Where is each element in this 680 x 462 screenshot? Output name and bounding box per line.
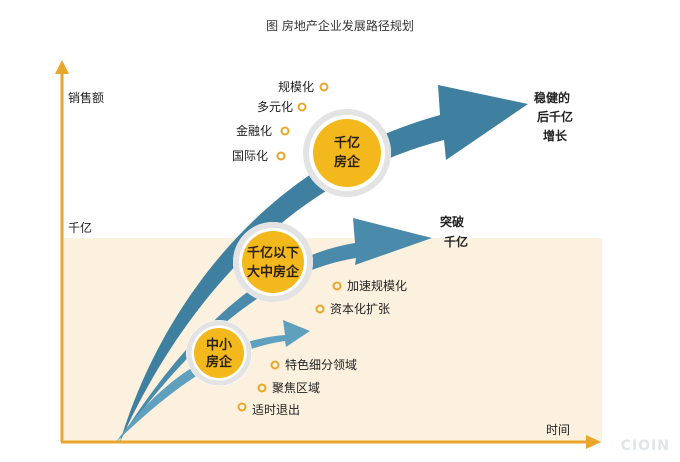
outcome-line-1: 突破 (440, 214, 464, 229)
axes (55, 60, 601, 449)
bullet-dot (276, 151, 286, 161)
y-axis-label: 销售额 (68, 90, 104, 105)
y-axis-trillion-mark: 千亿 (68, 220, 92, 235)
outcome-line-2: 后千亿 (537, 109, 573, 124)
strategy-item: 加速规模化 (347, 278, 407, 293)
strategy-item: 聚焦区域 (272, 381, 320, 395)
mid-large-strategy-list: 加速规模化 资本化扩张 (315, 278, 407, 316)
outcome-line-2: 千亿 (444, 234, 468, 249)
bullet-dot (257, 383, 267, 393)
strategy-item: 国际化 (232, 149, 268, 163)
strategy-item: 适时退出 (252, 403, 300, 417)
circle-line-2: 房企 (334, 154, 361, 170)
circle-line-2: 房企 (206, 354, 233, 370)
outcome-line-1: 稳健的 (534, 90, 570, 105)
circle-line-2: 大中房企 (247, 264, 300, 280)
bullet-dot (237, 402, 247, 412)
circle-line-1: 中小 (206, 337, 232, 353)
watermark: CIOIN (620, 438, 670, 454)
large-growth-arrow (120, 85, 528, 442)
small-medium-developer-circle: 中小 房企 (186, 320, 252, 386)
x-axis-arrowhead (586, 435, 601, 449)
sub-trillion-band (64, 238, 602, 443)
medium-growth-arrow (118, 218, 432, 442)
bullet-dot (332, 281, 342, 291)
small-growth-arrow (116, 320, 310, 442)
circle-line-1: 千亿以下 (247, 245, 299, 261)
y-axis-arrowhead (55, 60, 69, 74)
outcome-line-3: 增长 (543, 128, 568, 143)
bullet-dot (280, 126, 290, 136)
diagram-title: 图 房地产企业发展路径规划 (266, 19, 414, 33)
strategy-item: 金融化 (236, 123, 272, 138)
strategy-item: 规模化 (278, 79, 314, 94)
bullet-dot (270, 360, 280, 370)
bullet-dot (319, 82, 329, 92)
trillion-strategy-list: 规模化 多元化 金融化 国际化 (232, 79, 329, 163)
mid-large-developer-circle: 千亿以下 大中房企 (233, 222, 313, 302)
strategy-item: 资本化扩张 (330, 302, 390, 316)
strategy-item: 多元化 (257, 100, 293, 114)
bullet-dot (297, 102, 307, 112)
small-medium-strategy-list: 特色细分领域 聚焦区域 适时退出 (237, 357, 357, 417)
circle-line-1: 千亿 (334, 135, 360, 151)
strategy-item: 特色细分领域 (285, 357, 357, 372)
bullet-dot (315, 304, 325, 314)
trillion-developer-circle: 千亿 房企 (303, 109, 391, 197)
x-axis-label: 时间 (546, 423, 570, 437)
